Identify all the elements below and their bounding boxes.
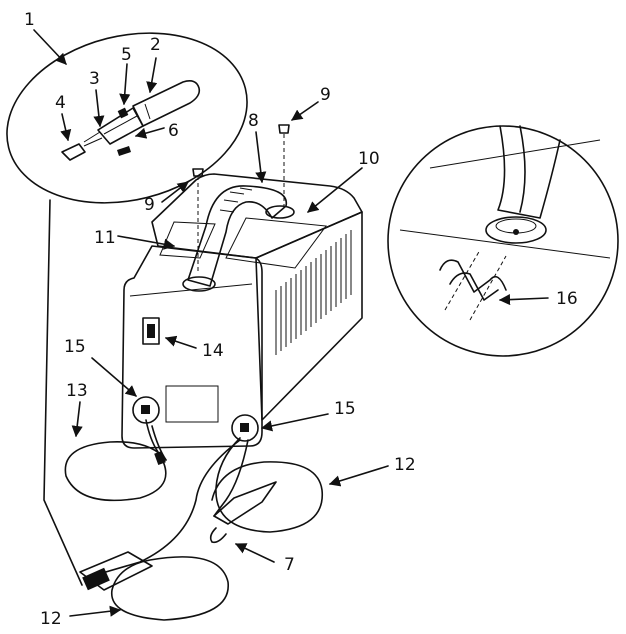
callout-3: 3 [89,69,100,89]
callout-arrows [33,29,549,617]
callout-15-right: 15 [334,399,356,419]
callout-numbers: 1 2 3 4 5 6 7 8 9 9 10 11 12 12 13 14 15… [24,10,578,629]
callout-9-left: 9 [144,195,155,215]
cables [64,419,323,621]
callout-4: 4 [55,93,66,113]
callout-12-right: 12 [394,455,416,475]
callout-5: 5 [121,45,132,65]
callout-6: 6 [168,121,179,141]
electrode-holder-inset [6,32,248,204]
callout-7: 7 [284,555,295,575]
side-vents [275,230,352,355]
inset-leader-line [43,199,83,586]
callout-8: 8 [248,111,259,131]
screws [192,124,290,272]
callout-16: 16 [556,289,578,309]
callout-15-left: 15 [64,337,86,357]
callout-9-right: 9 [320,85,331,105]
callout-11: 11 [94,228,116,248]
callout-12-bottom: 12 [40,609,62,629]
callout-13: 13 [66,381,88,401]
feet-inset [387,125,619,357]
callout-1: 1 [24,10,35,30]
welder-cabinet [121,173,363,449]
callout-2: 2 [150,35,161,55]
callout-14: 14 [202,341,224,361]
callout-10: 10 [358,149,380,169]
